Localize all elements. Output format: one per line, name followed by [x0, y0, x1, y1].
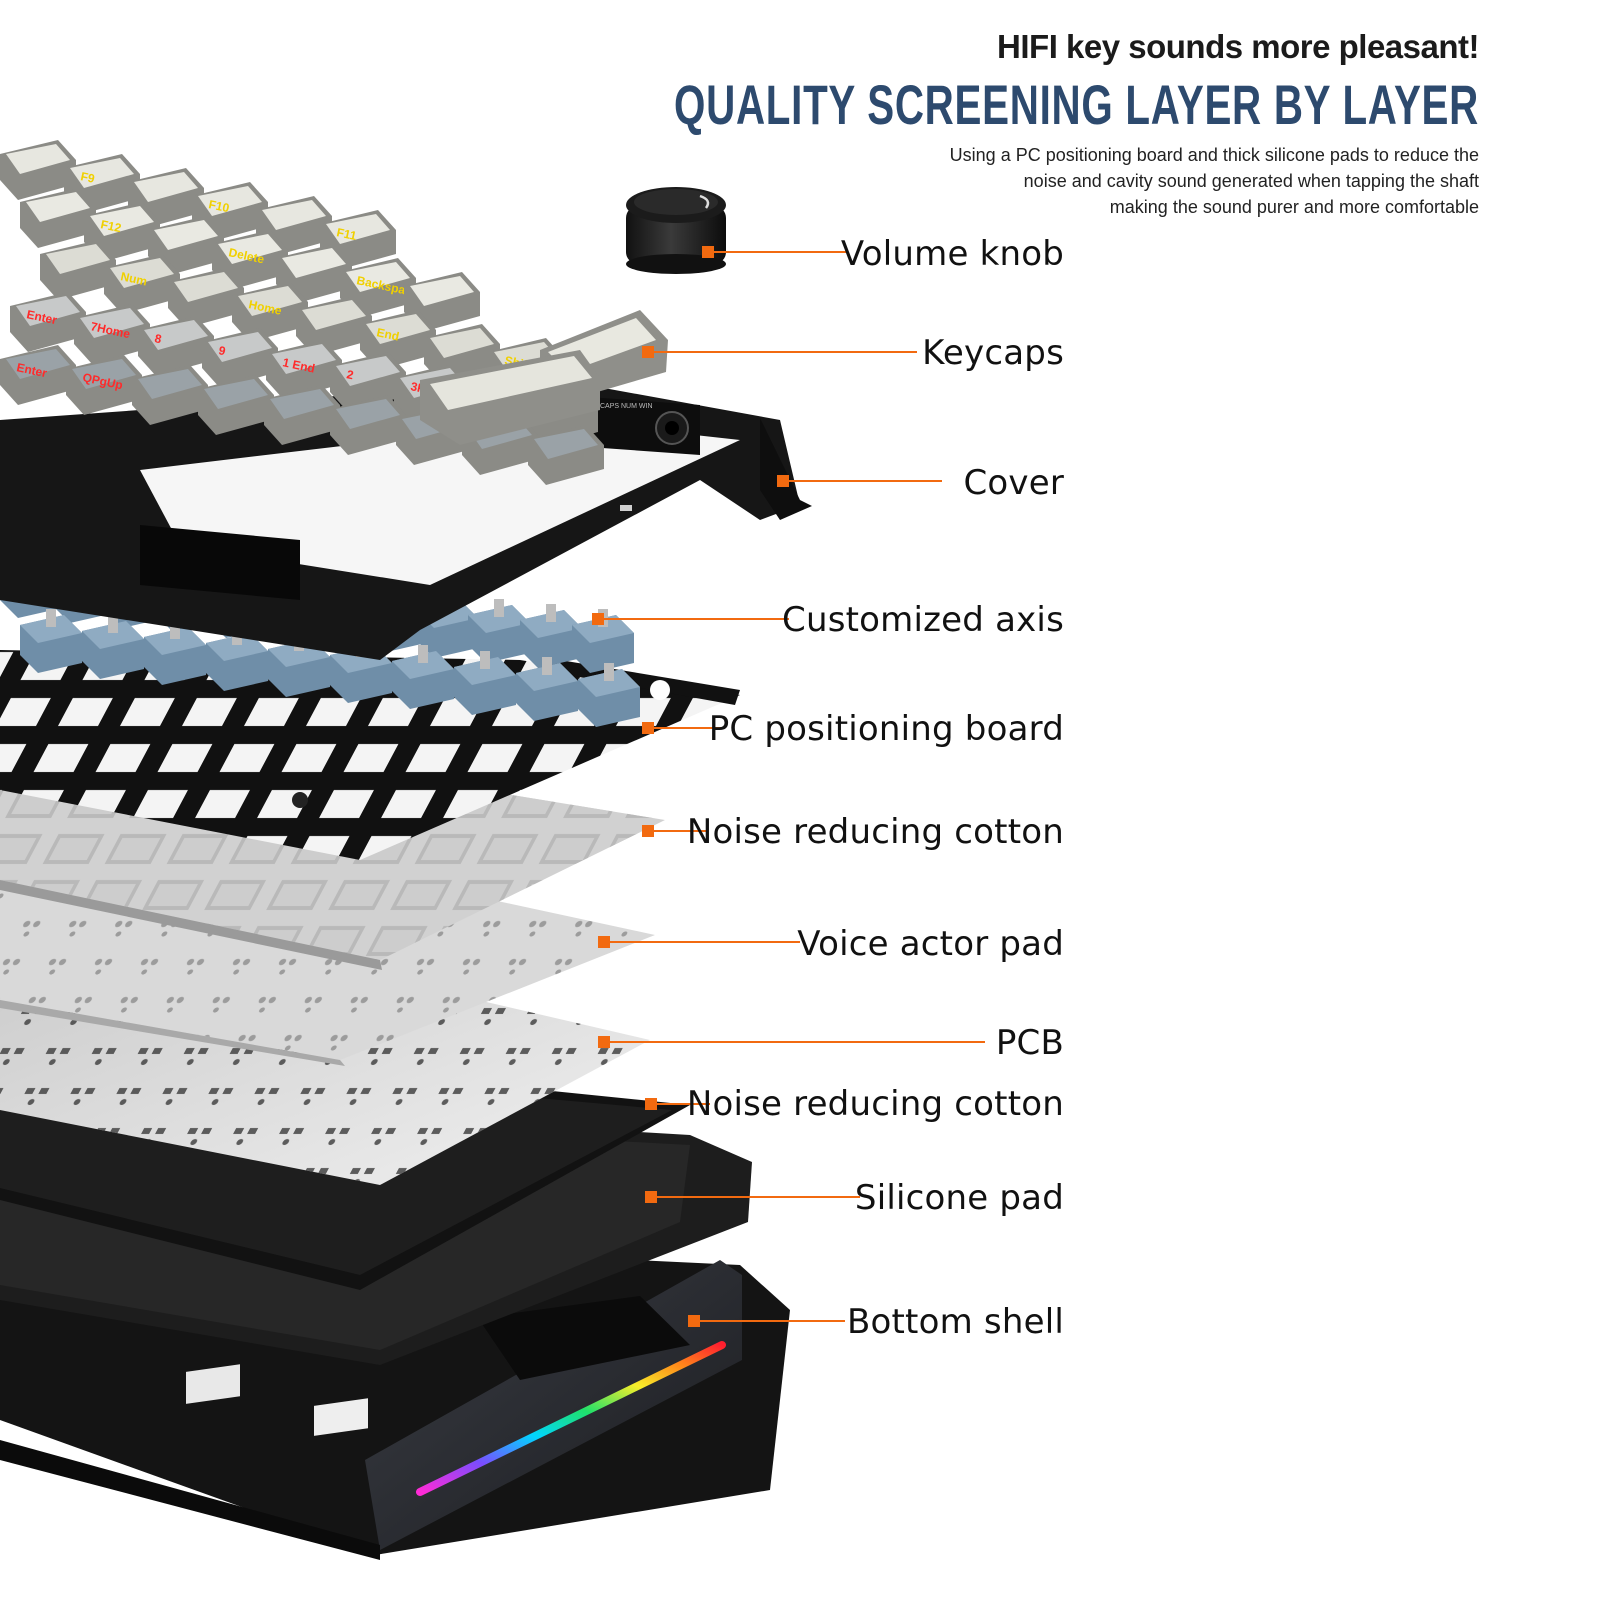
switch — [392, 645, 454, 709]
keycap: QPgUp — [66, 355, 142, 415]
switch — [520, 604, 582, 668]
callout-marker-noise-reducing-cotton-bottom — [645, 1098, 657, 1110]
callout-marker-pc-positioning-board — [642, 722, 654, 734]
description-line: making the sound purer and more comforta… — [1109, 197, 1479, 217]
keycap: 1 End — [266, 340, 342, 400]
switch — [454, 651, 516, 715]
callout-marker-voice-actor-pad — [598, 936, 610, 948]
label-silicone-pad: Silicone pad — [854, 1178, 1064, 1218]
keycap-legend: F11 — [335, 225, 358, 243]
callout-lines — [592, 246, 985, 1327]
volume-knob-shape — [626, 187, 726, 274]
callout-marker-cover — [777, 475, 789, 487]
keycap — [264, 385, 340, 445]
keycap — [20, 188, 96, 248]
switch — [20, 609, 82, 673]
keycap: Num — [104, 254, 180, 314]
keycap — [40, 240, 116, 300]
callout-marker-volume-knob — [702, 246, 714, 258]
label-pc-positioning-board: PC positioning board — [708, 709, 1064, 749]
keycap-legend: Enter — [15, 360, 48, 380]
keycap: 8 — [138, 316, 214, 376]
label-volume-knob: Volume knob — [840, 234, 1064, 274]
keycap-legend: F12 — [99, 217, 122, 235]
keycap — [528, 425, 604, 485]
keycap-legend: 9 — [217, 343, 227, 358]
keycap: 9 — [202, 328, 278, 388]
callout-marker-noise-reducing-cotton-top — [642, 825, 654, 837]
label-noise-reducing-cotton-bottom: Noise reducing cotton — [686, 1084, 1064, 1124]
switch — [82, 615, 144, 679]
description-line: noise and cavity sound generated when ta… — [1023, 171, 1479, 191]
keycap-legend: F9 — [79, 169, 96, 186]
keycap — [0, 140, 76, 200]
description-line: Using a PC positioning board and thick s… — [949, 145, 1479, 165]
keycap-legend: 8 — [153, 331, 163, 346]
label-noise-reducing-cotton-top: Noise reducing cotton — [686, 812, 1064, 852]
label-keycaps: Keycaps — [922, 333, 1064, 373]
keycap — [330, 395, 406, 455]
keycap-legend: Enter — [25, 307, 58, 327]
keycap-legend: F10 — [207, 197, 230, 215]
keycap-legend: 1 End — [281, 355, 316, 375]
callout-marker-customized-axis — [592, 613, 604, 625]
switch — [468, 599, 530, 663]
keycap-legend: Home — [247, 297, 283, 318]
callout-marker-pcb — [598, 1036, 610, 1048]
description: Using a PC positioning board and thick s… — [859, 142, 1479, 220]
switch — [516, 657, 578, 721]
keycap: Enter — [0, 345, 76, 405]
switch — [144, 621, 206, 685]
label-pcb: PCB — [995, 1023, 1064, 1063]
keycap — [132, 365, 208, 425]
label-cover: Cover — [963, 463, 1064, 503]
keycaps-shape: F9F10F11F12DeleteBackspaceNumHomeEndShif… — [0, 140, 668, 485]
switch — [206, 627, 268, 691]
keycap — [168, 268, 244, 328]
cover-indicator-text: CAPS NUM WIN — [600, 403, 653, 410]
callout-marker-silicone-pad — [645, 1191, 657, 1203]
keycap-legend: 2 — [345, 367, 355, 382]
keycap — [420, 350, 600, 445]
keycap-legend: Num — [119, 269, 148, 288]
keycap — [198, 375, 274, 435]
page-title: QUALITY SCREENING LAYER BY LAYER — [674, 73, 1479, 136]
keycap — [296, 296, 372, 356]
keycap: Home — [232, 282, 308, 342]
tagline: HIFI key sounds more pleasant! — [997, 28, 1479, 65]
label-customized-axis: Customized axis — [782, 600, 1064, 640]
label-voice-actor-pad: Voice actor pad — [797, 924, 1064, 964]
keycap: Enter — [10, 292, 86, 352]
callout-marker-keycaps — [642, 346, 654, 358]
keycap-legend: End — [375, 325, 400, 343]
callout-marker-bottom-shell — [688, 1315, 700, 1327]
keycap: 7Home — [74, 304, 150, 364]
label-bottom-shell: Bottom shell — [847, 1302, 1064, 1342]
switch — [578, 663, 640, 727]
